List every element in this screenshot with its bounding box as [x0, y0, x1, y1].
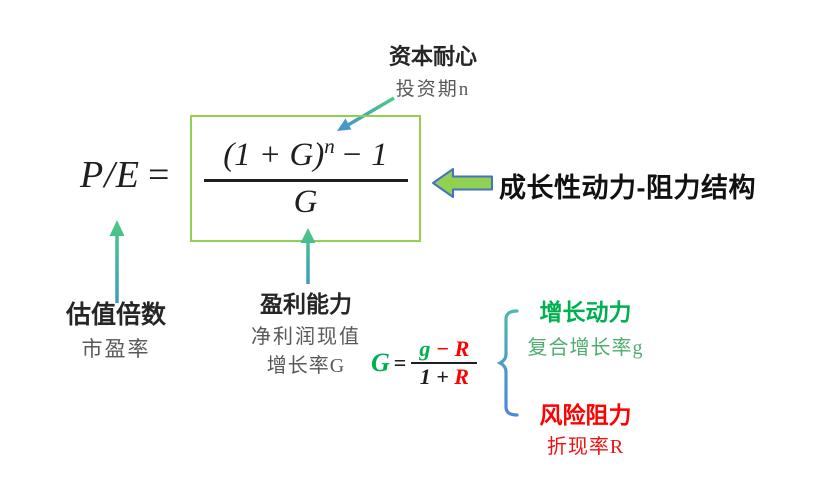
diagonal-arrow-icon — [337, 96, 395, 131]
g-lhs: G — [371, 348, 390, 377]
numerator-exponent: n — [324, 134, 335, 159]
discount-rate-subtitle: 折现率R — [546, 436, 625, 458]
curly-brace-icon — [497, 309, 519, 417]
g-equals: = — [393, 350, 407, 375]
profitability-title: 盈利能力 — [260, 291, 352, 317]
g-var: g — [419, 336, 431, 361]
numerator-tail: − 1 — [340, 137, 388, 173]
investment-period-subtitle: 投资期n — [395, 79, 471, 100]
growth-power-title: 增长动力 — [539, 299, 632, 325]
structure-heading: 成长性动力-阻力结构 — [499, 173, 756, 203]
minus-sign: − — [435, 336, 450, 361]
formula-denominator: G — [293, 184, 318, 220]
risk-resistance-title: 风险阻力 — [539, 402, 632, 428]
equals-sign: = — [147, 154, 171, 196]
up-arrow-pe-icon — [109, 220, 125, 303]
fraction-bar — [203, 179, 408, 182]
plus-sign: + — [436, 364, 449, 389]
pe-text: P/E — [80, 154, 140, 196]
g-formula: G = g − R 1 + R — [371, 337, 478, 389]
one-const: 1 — [419, 364, 431, 389]
formula-box: (1 + G)n− 1 G — [190, 115, 421, 242]
pe-lhs: P/E= — [80, 153, 170, 197]
g-fraction: g − R 1 + R — [411, 337, 478, 389]
compound-growth-subtitle: 复合增长率g — [527, 337, 644, 359]
up-arrow-g-icon — [300, 228, 316, 284]
capital-patience-title: 资本耐心 — [388, 44, 477, 69]
r-var-num: R — [454, 336, 470, 361]
growth-rate-line: 增长率G — [266, 355, 346, 377]
pe-ratio-subtitle: 市盈率 — [81, 337, 151, 361]
r-var-den: R — [454, 364, 469, 389]
g-fraction-numerator: g − R — [419, 337, 469, 361]
g-fraction-bar — [411, 362, 478, 364]
g-fraction-denominator: 1 + R — [420, 365, 469, 389]
net-profit-pv-line: 净利润现值 — [251, 326, 361, 348]
left-block-arrow-icon — [432, 168, 493, 198]
formula-numerator: (1 + G)n− 1 — [223, 134, 388, 176]
valuation-multiple-title: 估值倍数 — [65, 301, 166, 329]
numerator-base: (1 + G) — [223, 137, 325, 173]
